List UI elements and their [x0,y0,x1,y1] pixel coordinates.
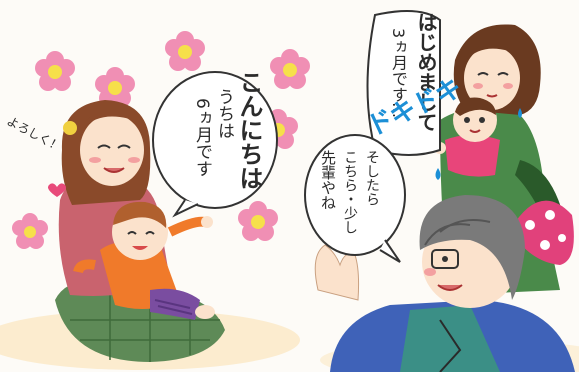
speech-three-months: 3ヵ月です… [389,28,408,119]
sweat-drop-icon [435,168,441,180]
father [314,195,575,372]
sweat-drop-icon [518,108,522,118]
speech-father-line3: 先輩やね [319,150,337,210]
speech-hello: こんにちは [235,70,263,190]
speech-father-line1: そしたら [364,150,380,206]
speech-bubble-left [152,71,278,218]
speech-bubble-father [304,134,406,263]
heart-icon [48,183,66,197]
speech-nice-to-meet-you: はじめまして [414,12,438,132]
speech-father-line2: こちら・少し [342,150,358,234]
speech-baby-age-line1: うちは [214,88,234,139]
speech-bubble-right-mother [366,10,441,156]
speech-baby-age-line2: 6ヵ月です [192,98,212,177]
left-baby [73,201,215,320]
